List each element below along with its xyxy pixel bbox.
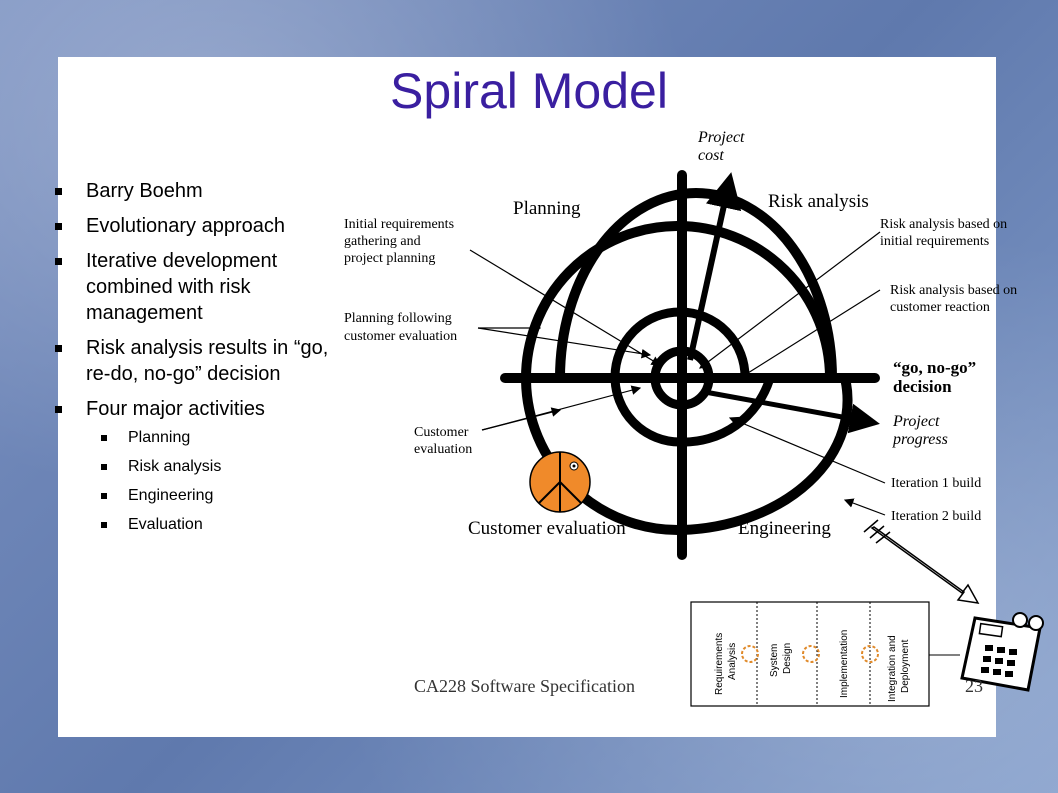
sub-bullet-item: Engineering: [86, 486, 337, 506]
bullet-text: Four major activities: [86, 398, 265, 420]
annot-risk-reaction-1: Risk analysis based on: [890, 283, 1017, 298]
bullet-item: Risk analysis results in “go, re-do, no-…: [52, 335, 337, 387]
annot-initial-1: Initial requirements: [344, 217, 454, 232]
annot-arrow: [699, 231, 881, 369]
page-number: 23: [965, 676, 983, 696]
bullet-list: Barry Boehm Evolutionary approach Iterat…: [52, 178, 337, 544]
calculator-character-icon: [960, 612, 1044, 692]
annot-iteration-1: Iteration 1 build: [891, 476, 981, 491]
sub-bullet-list: Planning Risk analysis Engineering Evalu…: [86, 428, 337, 535]
peace-character-icon: [529, 451, 591, 513]
spiral-inner-ring: [650, 346, 714, 410]
phase-analysis: Analysis: [727, 643, 738, 680]
phase-implementation: Implementation: [839, 630, 850, 698]
axis-label-progress-2: progress: [892, 431, 948, 448]
annot-risk-initial-2: initial requirements: [880, 234, 989, 249]
bullet-item: Evolutionary approach: [52, 213, 337, 239]
annot-gonogo-2: decision: [893, 377, 952, 396]
sub-bullet-item: Evaluation: [86, 515, 337, 535]
annot-arrow: [843, 498, 886, 516]
annot-arrow: [481, 385, 642, 431]
axis-label-cost-2: cost: [698, 147, 724, 164]
annot-iteration-2: Iteration 2 build: [891, 509, 981, 524]
spiral-outer-arc: [555, 188, 837, 379]
annot-initial-2: gathering and: [344, 234, 421, 249]
sub-bullet-item: Planning: [86, 428, 337, 448]
bullet-item: Iterative development combined with risk…: [52, 248, 337, 326]
hollow-arrow-icon: [863, 519, 980, 604]
spiral-middle-ring: [610, 307, 775, 447]
spiral-outer-ring: [521, 221, 853, 536]
annot-gonogo-1: “go, no-go”: [893, 358, 976, 377]
annot-initial-3: project planning: [344, 251, 435, 266]
axis-label-progress-1: Project: [892, 413, 940, 430]
bullet-item: Barry Boehm: [52, 178, 337, 204]
phase-requirements: Requirements: [714, 633, 725, 695]
annot-following-2: customer evaluation: [344, 329, 457, 344]
bullet-item: Four major activities Planning Risk anal…: [52, 396, 337, 535]
slide-footer: CA228 Software Specification: [414, 676, 635, 696]
axis-label-cost-1: Project: [697, 129, 745, 146]
project-progress-arrow: [704, 389, 880, 434]
quadrant-risk-analysis: Risk analysis: [768, 191, 869, 212]
project-cost-arrow: [687, 172, 742, 361]
annot-arrow: [738, 289, 881, 379]
phase-design: Design: [782, 643, 793, 674]
annot-following-1: Planning following: [344, 311, 452, 326]
phase-system: System: [769, 644, 780, 677]
annot-arrow: [469, 249, 662, 366]
sub-bullet-item: Risk analysis: [86, 457, 337, 477]
quadrant-planning: Planning: [513, 198, 581, 219]
quadrant-engineering: Engineering: [738, 518, 831, 539]
phase-integration: Integration and: [887, 635, 898, 702]
annot-arrow: [728, 416, 886, 484]
annot-arrow: [477, 327, 652, 359]
waterfall-phases: Requirements Analysis System Design Impl…: [690, 601, 960, 707]
annot-customer-1: Customer: [414, 425, 469, 440]
annot-customer-2: evaluation: [414, 442, 472, 457]
annot-risk-reaction-2: customer reaction: [890, 300, 990, 315]
slide-title: Spiral Model: [390, 63, 668, 119]
quadrant-customer-evaluation: Customer evaluation: [468, 518, 626, 539]
phase-deployment: Deployment: [900, 639, 911, 693]
annot-risk-initial-1: Risk analysis based on: [880, 217, 1007, 232]
